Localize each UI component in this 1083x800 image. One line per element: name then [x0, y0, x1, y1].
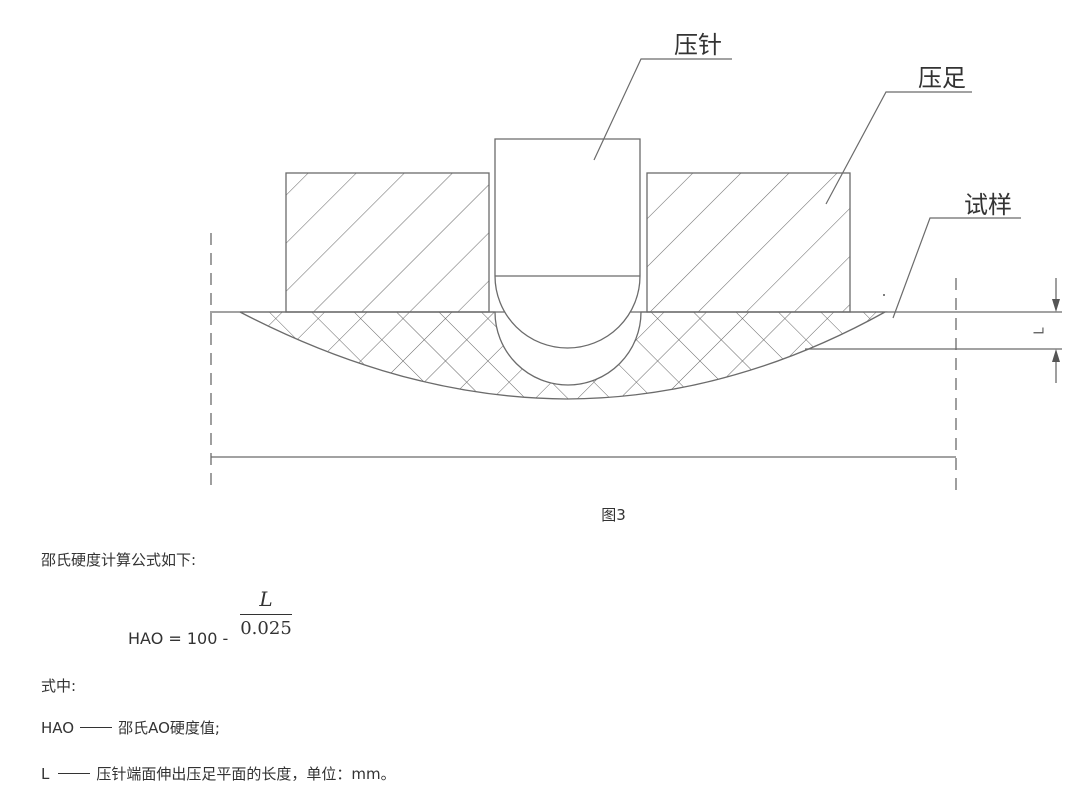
- presser-foot-right: [646, 172, 851, 313]
- label-presser-foot: 压足: [918, 64, 966, 92]
- leader-line-specimen: [892, 217, 1021, 319]
- definition-description: 压针端面伸出压足平面的长度，单位：mm。: [96, 765, 396, 783]
- formula-denominator: 0.025: [240, 618, 292, 639]
- definition-hao: HAO 邵氏AO硬度值;: [41, 717, 220, 738]
- definition-description: 邵氏AO硬度值;: [118, 719, 220, 737]
- hardness-tester-diagram: L 压针 压足 试样: [210, 31, 1062, 490]
- dimension-arrow-bottom-head: [1052, 349, 1060, 362]
- where-label: 式中:: [41, 677, 77, 695]
- leader-line-needle: [593, 58, 732, 161]
- definition-term: HAO: [41, 719, 75, 737]
- em-dash-separator: [80, 727, 113, 728]
- label-needle: 压针: [674, 31, 722, 59]
- definition-term: L: [41, 765, 50, 783]
- intro-text: 邵氏硬度计算公式如下:: [41, 551, 197, 569]
- fraction-bar: [240, 614, 292, 615]
- label-specimen: 试样: [964, 191, 1012, 219]
- formula-fraction: L 0.025: [240, 586, 292, 640]
- presser-foot-left: [285, 172, 490, 313]
- dimension-arrow-top-head: [1052, 299, 1060, 312]
- dimension-label-L: L: [1033, 327, 1048, 335]
- stray-dot: [883, 294, 885, 296]
- definition-l: L 压针端面伸出压足平面的长度，单位：mm。: [41, 763, 396, 784]
- leader-line-presser-foot: [825, 91, 972, 205]
- indenter-needle: [494, 138, 641, 349]
- em-dash-separator: [58, 773, 91, 774]
- figure-caption: 图3: [601, 506, 626, 524]
- specimen-deformation-zone: [239, 311, 888, 400]
- formula-numerator: L: [259, 587, 273, 611]
- formula-lhs: HAO = 100 -: [128, 629, 229, 648]
